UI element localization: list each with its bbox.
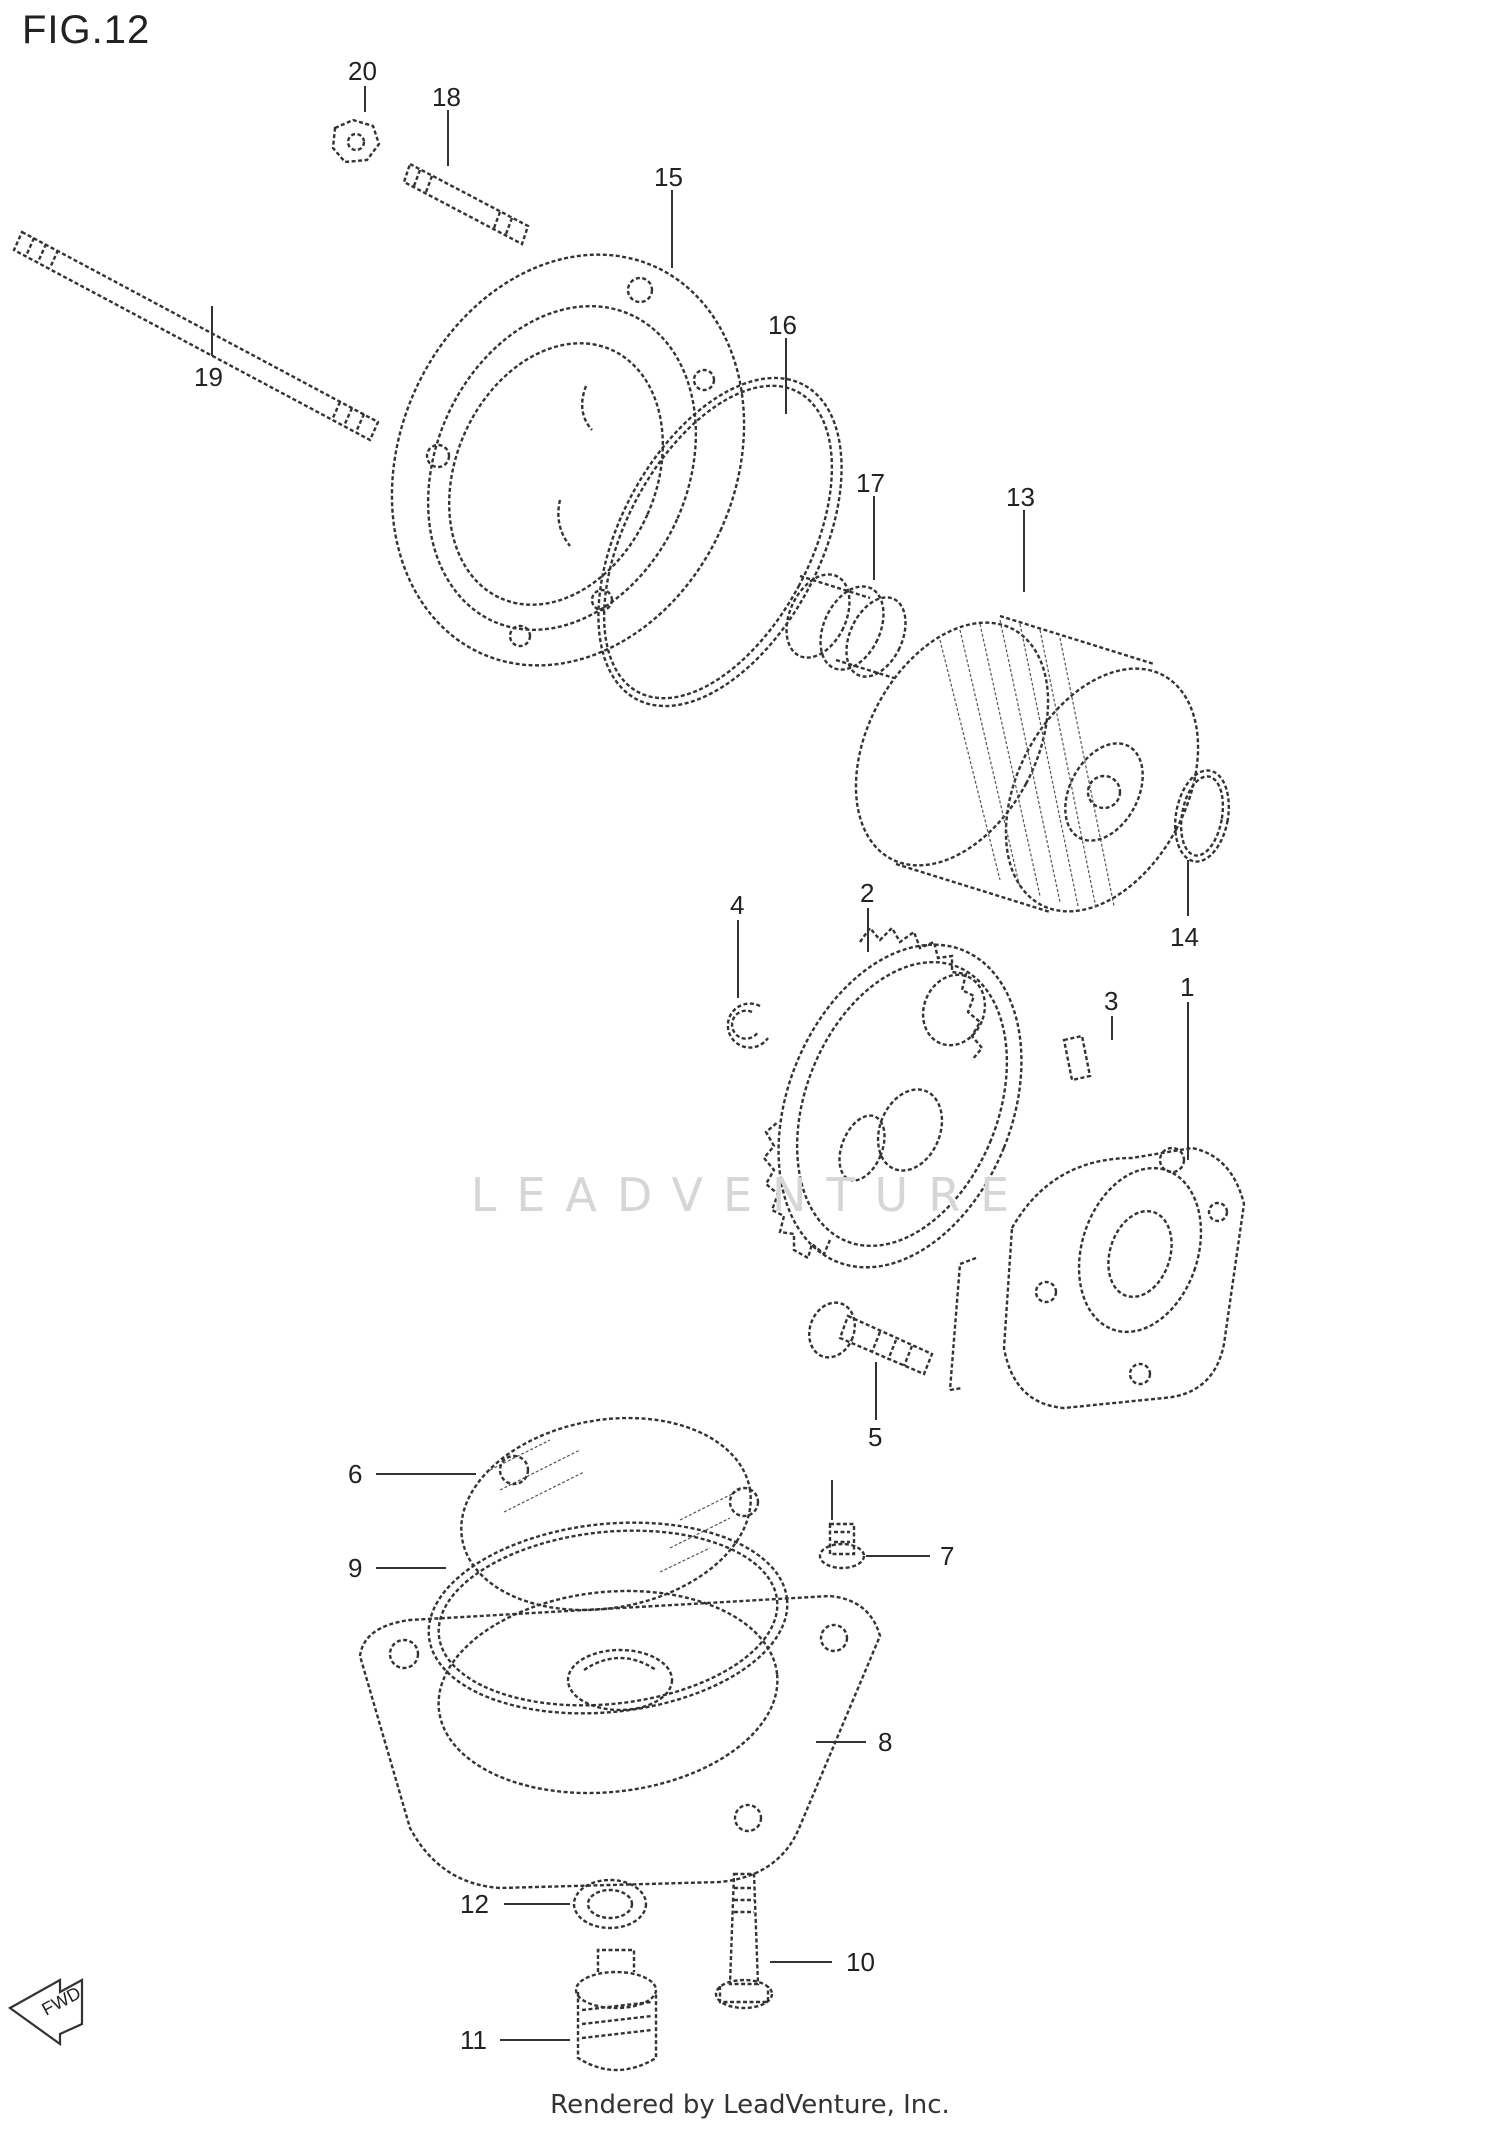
- part-12-drain-gasket[interactable]: [572, 1878, 648, 1930]
- callout-13: 13: [1006, 482, 1035, 512]
- callout-11: 11: [460, 2025, 487, 2055]
- part-11-drain-plug[interactable]: [574, 1948, 658, 2072]
- figure-title: FIG.12: [22, 8, 151, 52]
- part-13-oil-filter[interactable]: [817, 590, 1237, 944]
- part-8-oil-pan[interactable]: [358, 1575, 882, 1890]
- callout-20: 20: [348, 56, 377, 86]
- part-1-oil-pump[interactable]: [1002, 1146, 1246, 1410]
- part-7-screw[interactable]: [818, 1522, 866, 1570]
- part-3-pin[interactable]: [1062, 1034, 1092, 1082]
- part-19-long-stud[interactable]: [12, 230, 380, 442]
- callout-5: 5: [868, 1422, 882, 1452]
- watermark: LEADVENTURE: [470, 1168, 1030, 1222]
- footer-credit: Rendered by LeadVenture, Inc.: [550, 2090, 950, 2120]
- callout-17: 17: [856, 468, 885, 498]
- callout-2: 2: [860, 878, 874, 908]
- part-10-bolt[interactable]: [714, 1872, 774, 2010]
- part-16-o-ring[interactable]: [548, 338, 892, 746]
- part-6-oil-strainer[interactable]: [446, 1396, 766, 1632]
- callout-4: 4: [730, 890, 744, 920]
- part-20-nut[interactable]: [331, 118, 381, 164]
- callout-labels: 20 18 15 19 16 17 13 14 4 2 3 1 5 6 9 7 …: [194, 56, 1199, 2055]
- callout-7: 7: [940, 1541, 954, 1571]
- callout-8: 8: [878, 1727, 892, 1757]
- callout-6: 6: [348, 1459, 362, 1489]
- callout-12: 12: [460, 1889, 489, 1919]
- callout-19: 19: [194, 362, 223, 392]
- callout-15: 15: [654, 162, 683, 192]
- part-4-circlip[interactable]: [726, 1002, 769, 1049]
- callout-3: 3: [1104, 986, 1118, 1016]
- assembly-guide-lines: [948, 1256, 977, 1392]
- part-15-filter-cover[interactable]: [328, 198, 807, 722]
- leader-lines: [211, 86, 1189, 2041]
- part-9-gasket[interactable]: [419, 1506, 797, 1731]
- callout-1: 1: [1180, 972, 1194, 1002]
- part-18-short-stud[interactable]: [402, 162, 530, 246]
- part-14-o-ring[interactable]: [1168, 766, 1235, 866]
- fwd-arrow-icon: FWD: [7, 1978, 84, 2047]
- part-5-bolt[interactable]: [802, 1296, 934, 1376]
- callout-18: 18: [432, 82, 461, 112]
- callout-10: 10: [846, 1947, 875, 1977]
- callout-14: 14: [1170, 922, 1199, 952]
- part-2-driven-gear[interactable]: [733, 908, 1067, 1303]
- callout-9: 9: [348, 1553, 362, 1583]
- callout-16: 16: [768, 310, 797, 340]
- part-17-spring[interactable]: [774, 564, 917, 686]
